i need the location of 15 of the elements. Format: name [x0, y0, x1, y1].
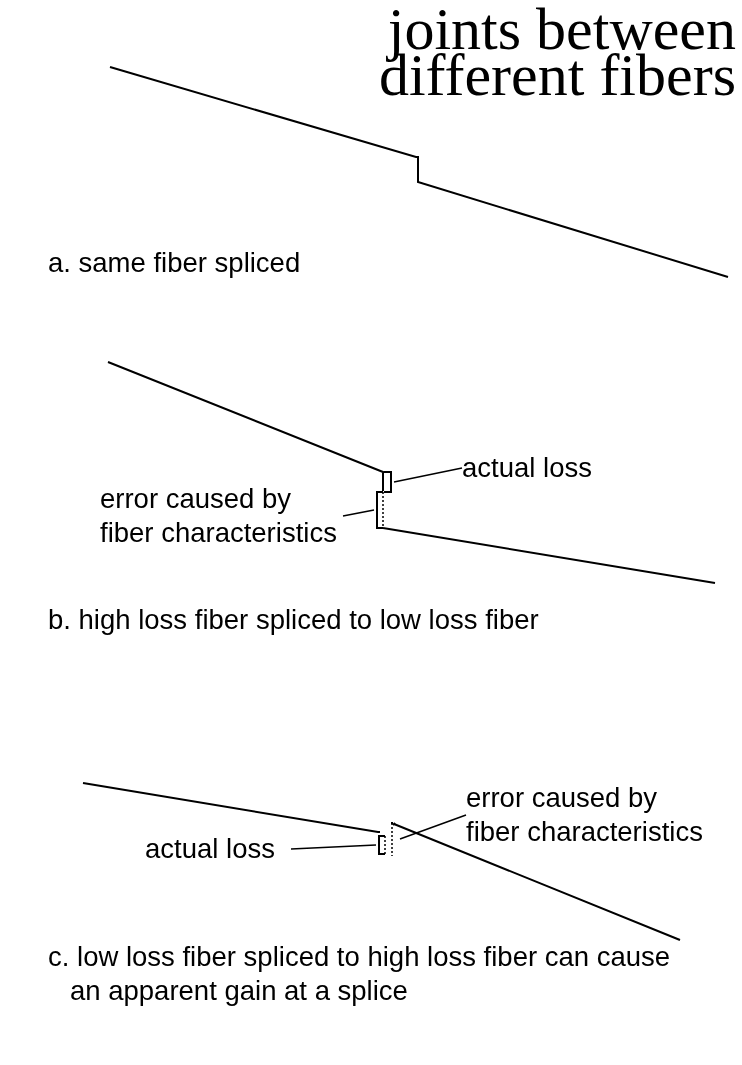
panel-caption: a. same fiber spliced: [48, 246, 301, 280]
diagram-title: joints between different fibers: [377, 6, 736, 98]
callout-text: actual loss: [145, 832, 291, 866]
bracket: [374, 490, 386, 530]
panel-caption: b. high loss fiber spliced to low loss fiber: [48, 603, 539, 637]
callout-text: actual loss: [462, 451, 608, 485]
bracket: [376, 834, 386, 856]
leader-line: [290, 844, 377, 850]
callout-text: error caused by fiber characteristics: [466, 781, 709, 849]
leader-line: [342, 509, 375, 517]
bracket: [382, 470, 394, 494]
panel-caption: c. low loss fiber spliced to high loss fiber can cause an apparent gain at a splice: [48, 940, 672, 1008]
leader-line: [399, 814, 467, 840]
callout-text: error caused by fiber characteristics: [100, 482, 343, 550]
leader-line: [393, 467, 463, 483]
